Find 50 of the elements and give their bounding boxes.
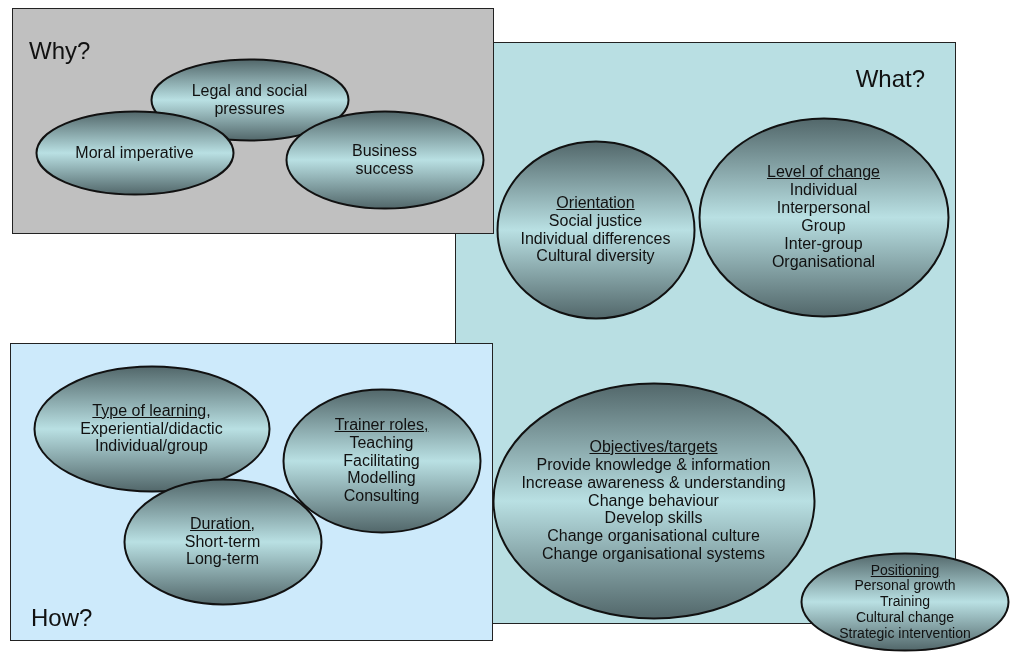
heading-text: Orientation (556, 193, 635, 212)
list-item: Modelling (347, 469, 416, 488)
oval-label: Legal and social pressures (190, 81, 309, 118)
oval-node (122, 477, 323, 606)
oval-node (281, 387, 482, 534)
list-item: Training (879, 594, 931, 610)
list-item: Increase awareness & understanding (521, 473, 786, 492)
heading-text: Duration, (190, 514, 255, 533)
panel-title: How? (31, 604, 93, 632)
list-item: Cultural diversity (536, 247, 655, 266)
oval-node (32, 364, 271, 493)
list-item: Inter-group (784, 234, 863, 253)
list-item: Provide knowledge & information (536, 455, 771, 474)
list-item: Personal growth (854, 578, 956, 595)
list-item: Interpersonal (776, 199, 871, 217)
list-item: Experiential/didactic (80, 419, 223, 438)
heading-text: Positioning (870, 562, 940, 579)
list-item: Group (801, 217, 846, 235)
list-item: Short-term (184, 532, 261, 551)
list-item: Change organisational culture (547, 527, 760, 546)
list-item: Change behaviour (588, 491, 719, 510)
heading-text: Trainer roles, (334, 415, 429, 434)
panel (10, 343, 493, 641)
list-item: Organisational (771, 252, 876, 271)
panel-title: Why? (29, 37, 91, 65)
heading-text: Level of change (767, 163, 880, 182)
list-item: Cultural change (855, 609, 955, 626)
list-item: Teaching (349, 433, 414, 452)
heading-text: Objectives/targets (589, 437, 718, 456)
list-item: Develop skills (604, 509, 703, 528)
panel (12, 8, 494, 234)
panel (455, 42, 956, 624)
list-item: Change organisational systems (541, 545, 766, 564)
list-item: Individual (789, 181, 858, 200)
list-item: Long-term (186, 550, 259, 569)
heading-text: Type of learning, (92, 401, 211, 420)
oval-node (284, 109, 485, 210)
oval-label: Moral imperative (75, 143, 194, 162)
oval-node (697, 116, 950, 318)
oval-node (800, 552, 1010, 652)
oval-label: Business success (351, 141, 418, 178)
list-item: Facilitating (343, 451, 420, 470)
oval-node (491, 381, 816, 620)
list-item: Individual differences (520, 229, 671, 248)
panel-title: What? (855, 65, 925, 93)
oval-node (495, 139, 696, 320)
list-item: Individual/group (95, 437, 208, 456)
list-item: Strategic intervention (839, 625, 971, 642)
list-item: Social justice (548, 211, 643, 230)
list-item: Consulting (343, 487, 420, 506)
